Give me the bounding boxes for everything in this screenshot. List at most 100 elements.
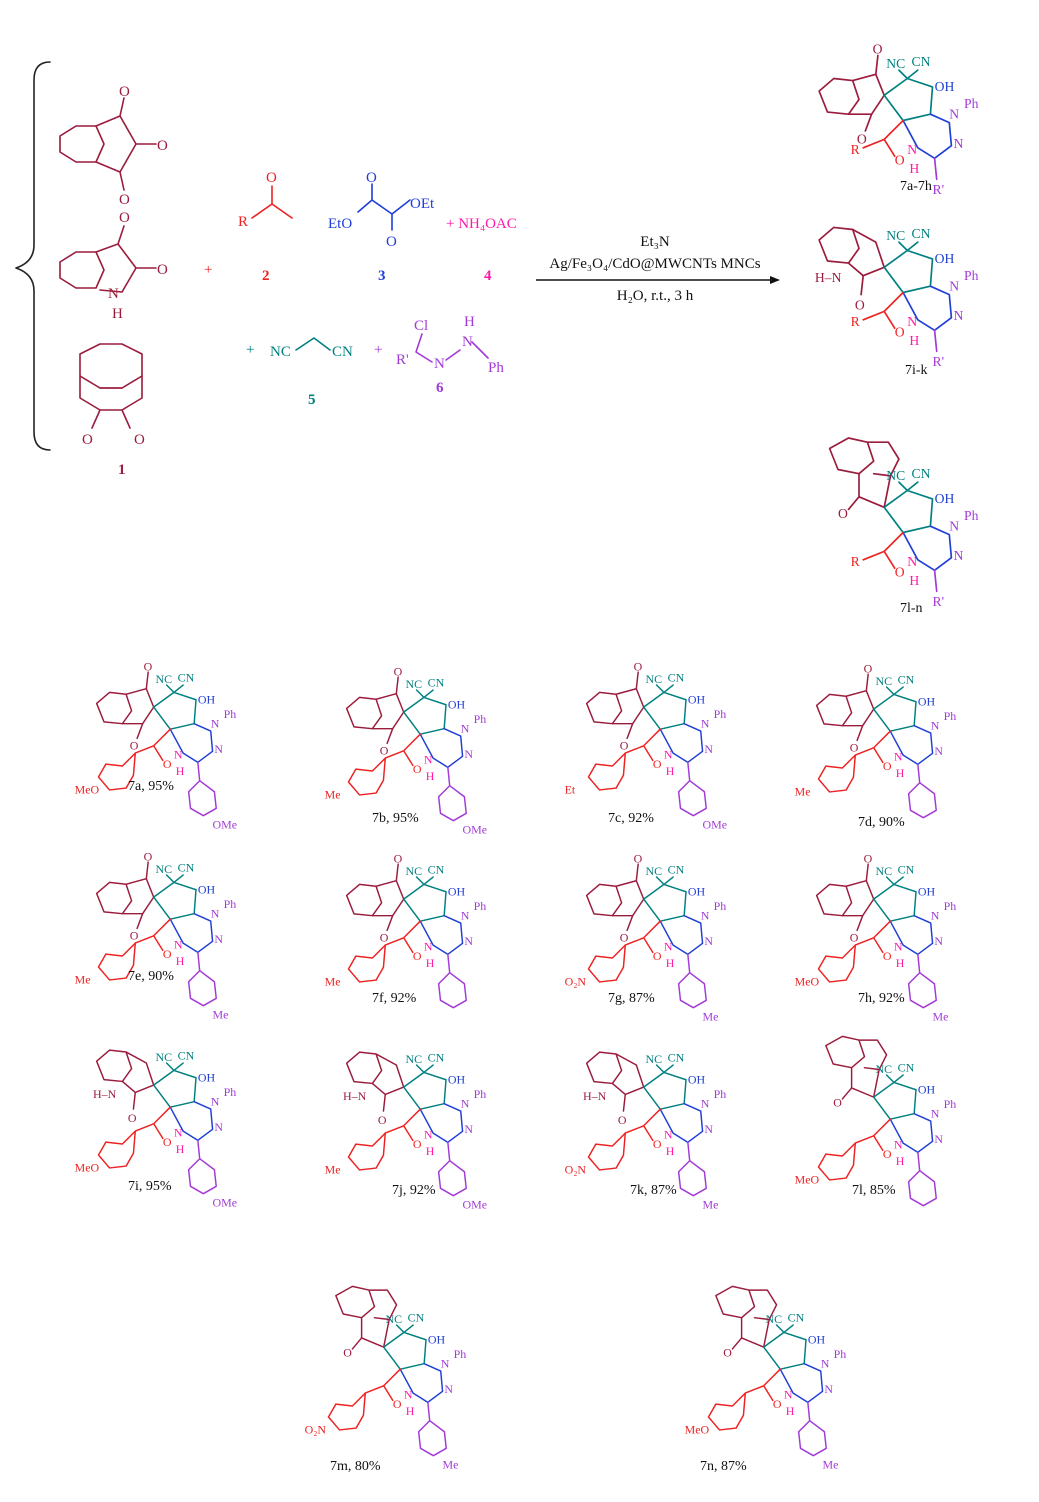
acyl-bond (624, 1108, 661, 1142)
atom-o: O (850, 930, 859, 944)
indandione-ring (841, 879, 875, 917)
substituent-right: Me (443, 1458, 459, 1472)
atom-o: O (883, 949, 892, 963)
carbonyl-bond (351, 1337, 363, 1350)
atom-oh: OH (935, 251, 955, 266)
atom-o: O (366, 170, 377, 186)
atom-cn: CN (668, 670, 685, 684)
atom-oh: OH (198, 692, 216, 706)
atom-h: H (176, 954, 185, 968)
aryl-ring (97, 752, 137, 791)
atom-o: O (864, 851, 873, 865)
atom-nc: NC (156, 862, 173, 876)
naphth-ring (715, 1285, 756, 1319)
atom-o: O (266, 170, 277, 186)
atom-n: N (461, 1096, 470, 1110)
atom-o: O (380, 930, 389, 944)
atom-oh: OH (935, 79, 955, 94)
nitrile-bond (415, 1064, 434, 1074)
triazine-ring (889, 724, 934, 766)
atom-n: N (907, 314, 917, 329)
nitrile-bond (898, 69, 919, 80)
atom-oh: OH (918, 884, 936, 898)
atom-oh: OH (198, 882, 216, 896)
atom-o: O (413, 949, 422, 963)
atom-o: O (653, 949, 662, 963)
substituent-right: OMe (463, 1198, 488, 1212)
atom-n: N (462, 334, 473, 350)
naphth-ring (858, 1039, 888, 1071)
atom-o: O (895, 565, 905, 580)
triazine-ring (659, 1102, 704, 1144)
atom-nc: NC (886, 228, 905, 243)
atom-r-prime: R' (933, 354, 945, 369)
cyclopentene-ring (883, 249, 934, 294)
atom-o: O (119, 192, 130, 208)
substituent-left: O₂N (305, 1423, 327, 1437)
atom-h: H (896, 956, 905, 970)
atom-o: O (394, 851, 403, 865)
product-caption: 7a, 95% (128, 779, 174, 794)
triazine-ring (902, 113, 953, 160)
atom-ph: Ph (944, 899, 957, 913)
atom-n: N (894, 750, 903, 764)
acyl-bond (384, 1108, 421, 1142)
atom-o: O (857, 132, 867, 147)
aryl-bond (933, 569, 938, 593)
atom-o: O (380, 743, 389, 757)
atom-oh: OH (918, 1082, 936, 1096)
carbonyl-bond (622, 1093, 627, 1112)
atom-cn: CN (178, 1048, 195, 1062)
benzo-ring (95, 881, 133, 915)
substituent-right: OMe (703, 818, 728, 832)
atom-h: H (176, 764, 185, 778)
plus-sign: + (374, 342, 382, 358)
reactant-4-number: 4 (484, 268, 492, 284)
aryl-ring (817, 944, 857, 983)
atom-r: R (851, 314, 861, 329)
nitrile-bond (898, 241, 919, 252)
benzo-ring (815, 693, 853, 727)
atom-cn: CN (428, 1050, 445, 1064)
reactant-brace (15, 61, 51, 451)
reactant-isatin: O O N H (59, 210, 168, 322)
atom-ph: Ph (944, 1097, 957, 1111)
nitrile-bond (415, 689, 434, 699)
product-caption: 7n, 87% (700, 1459, 747, 1474)
product-series-label: 7l-n (900, 601, 923, 616)
aryl-ring (347, 944, 387, 983)
atom-o: O (144, 849, 153, 863)
atom-cn: CN (668, 1050, 685, 1064)
plus-sign: + (204, 262, 212, 278)
aryl-ring (97, 942, 137, 981)
cyclopentene-ring (642, 883, 687, 922)
aryl-bond (447, 1141, 451, 1162)
substituent-right: Me (703, 1198, 719, 1212)
substituent-left: O₂N (565, 975, 587, 989)
atom-o: O (134, 432, 145, 448)
substituent-right: OMe (213, 1196, 238, 1210)
atom-n: N (664, 748, 673, 762)
nitrile-bond (165, 684, 184, 694)
atom-nc: NC (646, 1052, 663, 1066)
atom-nc: NC (406, 1052, 423, 1066)
oxindole-ring (847, 228, 886, 277)
cyclopentene-ring (152, 881, 197, 920)
atom-ph: Ph (474, 712, 487, 726)
atom-o: O (895, 325, 905, 340)
carbonyl-bond (136, 861, 149, 930)
atom-h: H (896, 766, 905, 780)
carbonyl-bond (847, 495, 860, 511)
substituent-left: Me (325, 975, 341, 989)
aryl-ring (347, 757, 387, 796)
reactant-indanetrione: O O O (59, 84, 168, 208)
aryl-bond (917, 763, 921, 784)
naphth-ring (368, 1289, 398, 1321)
atom-o: O (838, 506, 848, 521)
atom-oh: OH (688, 692, 706, 706)
